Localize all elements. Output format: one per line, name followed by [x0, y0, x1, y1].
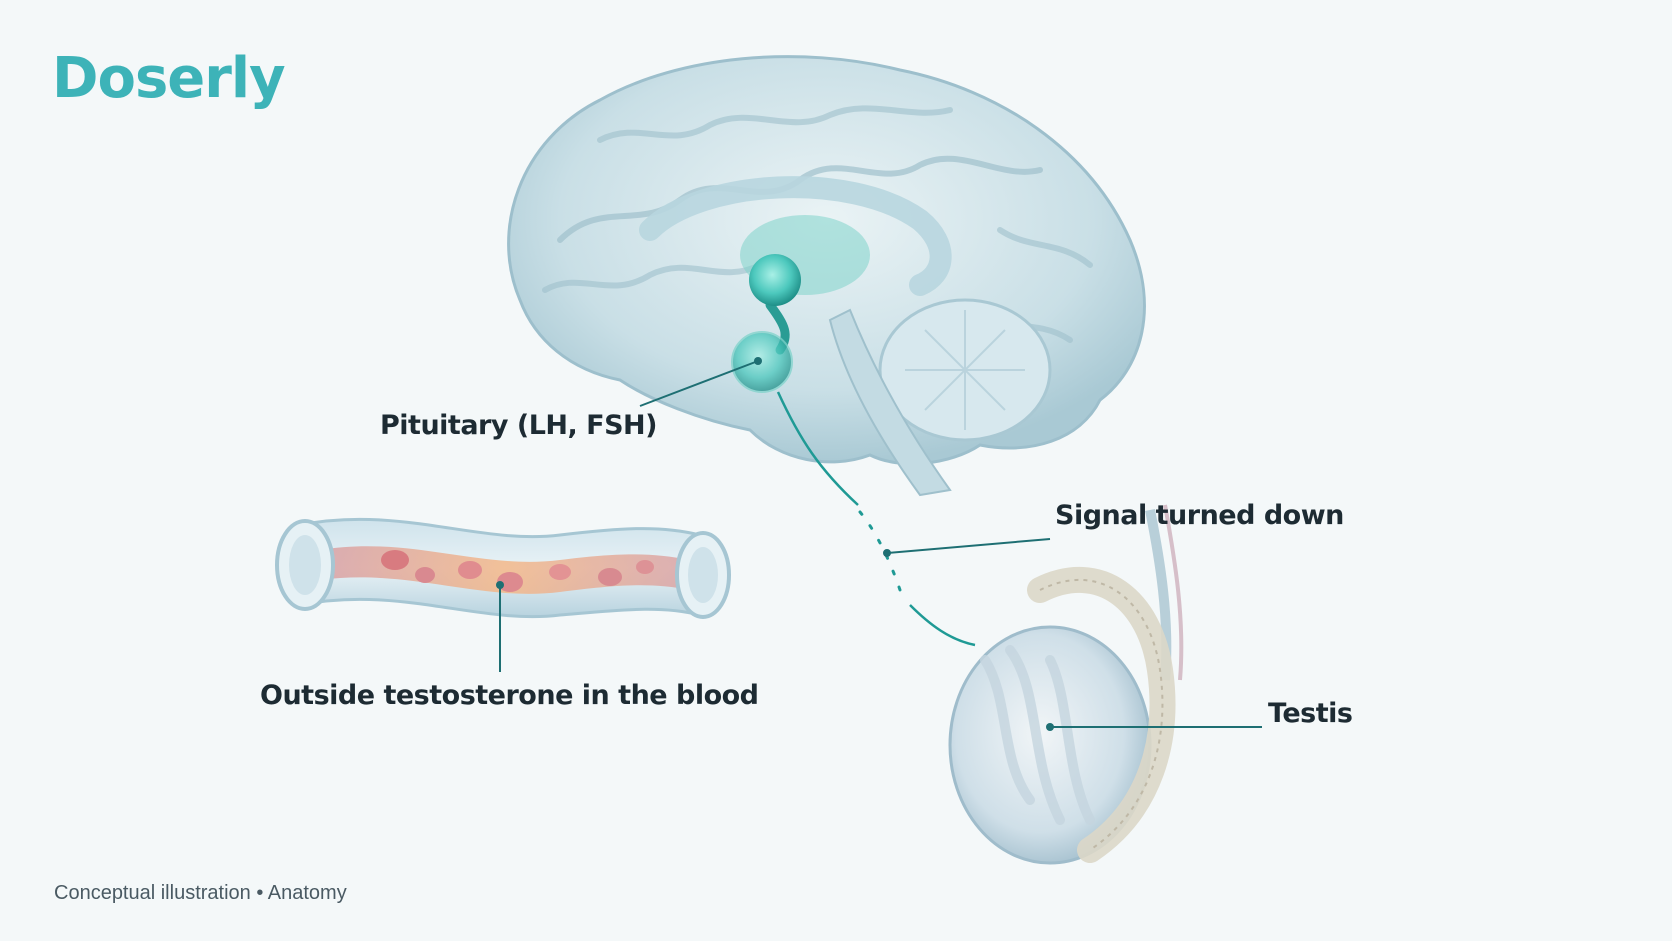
blood-leader-dot: [496, 581, 504, 589]
caption: Conceptual illustration • Anatomy: [54, 882, 347, 904]
brain: [507, 55, 1146, 497]
signal-line-dashed: [858, 510, 902, 592]
signal-label: Signal turned down: [1055, 500, 1344, 531]
hypothalamus: [749, 254, 801, 306]
pituitary-leader-line: [639, 360, 759, 407]
testis-illustration: [948, 504, 1184, 865]
signal-leader-dot: [883, 549, 891, 557]
blood-label: Outside testosterone in the blood: [260, 680, 759, 711]
signal-line-upper: [776, 391, 859, 506]
pituitary-leader-dot: [754, 357, 762, 365]
testis-leader-dot: [1046, 723, 1054, 731]
pituitary-gland: [731, 331, 793, 393]
pituitary-label: Pituitary (LH, FSH): [380, 410, 658, 441]
testis-label: Testis: [1268, 698, 1353, 729]
blood-vessel: [275, 517, 731, 619]
signal-line-lower: [909, 604, 976, 647]
brand-logo: Doserly: [52, 46, 286, 111]
signal-leader-line: [886, 538, 1051, 554]
